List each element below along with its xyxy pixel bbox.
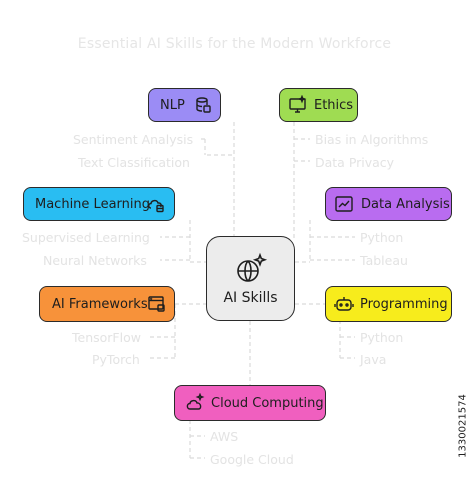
stock-id: 1330021574 bbox=[457, 352, 469, 500]
node-cloud-computing: Cloud Computing bbox=[174, 385, 326, 421]
subskill-label: Java bbox=[360, 352, 387, 367]
node-label: Ethics bbox=[314, 97, 354, 113]
node-label: Programming bbox=[360, 296, 448, 312]
subskill-label: TensorFlow bbox=[72, 330, 141, 345]
node-ethics: Ethics bbox=[279, 88, 358, 122]
subskill-label: AWS bbox=[210, 429, 239, 444]
node-label: Machine Learning bbox=[35, 196, 150, 212]
subskill-label: PyTorch bbox=[92, 352, 140, 367]
cloud-database-icon bbox=[148, 199, 164, 213]
subskill-label: Bias in Algorithms bbox=[315, 132, 429, 147]
node-label: NLP bbox=[160, 97, 185, 113]
page-title: Essential AI Skills for the Modern Workf… bbox=[77, 36, 392, 52]
subskill-label: Data Privacy bbox=[315, 155, 395, 170]
node-data-analysis: Data Analysis bbox=[325, 187, 452, 221]
node-programming: Programming bbox=[325, 286, 452, 322]
stock-id-text: 1330021574 bbox=[457, 394, 469, 458]
subskill-label: Python bbox=[360, 230, 404, 245]
node-label: Data Analysis bbox=[361, 196, 450, 212]
subskill-label: Text Classification bbox=[78, 155, 190, 170]
window-database-icon bbox=[147, 296, 165, 312]
cloud-sparkle-icon bbox=[186, 393, 205, 410]
subskill-label: Neural Networks bbox=[43, 253, 147, 268]
robot-icon bbox=[334, 297, 354, 311]
brain-sparkle-icon bbox=[236, 252, 267, 282]
center-label: AI Skills bbox=[223, 289, 278, 306]
node-ai-frameworks: AI Frameworks bbox=[39, 286, 175, 322]
subskill-label: Google Cloud bbox=[210, 452, 294, 467]
subskill-label: Sentiment Analysis bbox=[73, 132, 194, 147]
node-label: AI Frameworks bbox=[52, 296, 148, 312]
monitor-sparkle-icon bbox=[289, 95, 307, 113]
node-label: Cloud Computing bbox=[211, 395, 324, 411]
subskill-label: Tableau bbox=[360, 253, 408, 268]
subskill-label: Supervised Learning bbox=[22, 230, 150, 245]
node-nlp: NLP bbox=[148, 88, 221, 122]
center-hub: AI Skills bbox=[206, 236, 295, 321]
subskill-label: Python bbox=[360, 330, 404, 345]
database-icon bbox=[196, 97, 211, 113]
node-machine-learning: Machine Learning bbox=[23, 187, 175, 221]
line-chart-icon bbox=[335, 196, 353, 212]
